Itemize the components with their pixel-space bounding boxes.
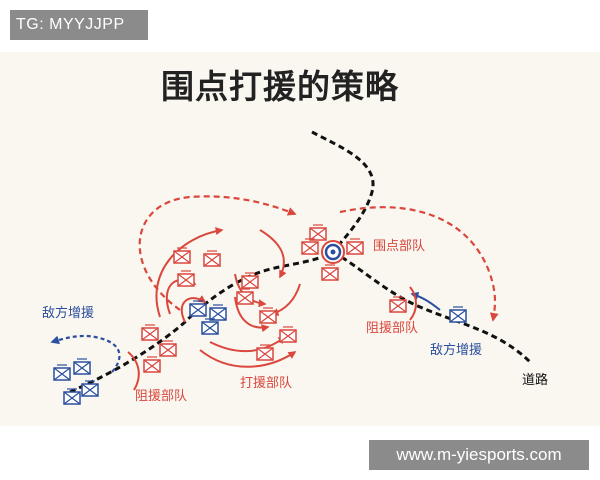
blue-unit-icon — [63, 388, 81, 405]
label-enemy-reinforce-right: 敌方增援 — [430, 342, 482, 358]
red-unit-icon — [159, 340, 177, 357]
blue-unit-icon — [73, 358, 91, 375]
red-unit-icon — [143, 356, 161, 373]
watermark-top: TG: MYYJJPP — [10, 10, 148, 40]
blue-unit-icon — [201, 318, 219, 335]
red-unit-icon — [301, 238, 319, 255]
red-unit-icon — [321, 264, 339, 281]
red-unit-icon — [389, 296, 407, 313]
red-unit-icon — [256, 344, 274, 361]
label-enemy-reinforce-left: 敌方增援 — [42, 305, 94, 321]
red-unit-icon — [309, 224, 327, 241]
road-branch-path — [332, 250, 532, 364]
red-arc-top-left — [138, 195, 297, 311]
tactics-diagram: 围点部队 阻援部队 敌方增援 敌方增援 阻援部队 打援部队 道路 — [42, 130, 548, 405]
blue-unit-icon — [81, 380, 99, 397]
red-unit-icon — [279, 326, 297, 343]
red-unit-icon — [236, 288, 254, 305]
blue-unit-icon — [189, 300, 207, 317]
label-road: 道路 — [522, 372, 548, 388]
red-unit-icon — [259, 307, 277, 324]
road-path — [69, 130, 375, 394]
blue-unit-icon — [209, 304, 227, 321]
target-icon — [321, 240, 345, 264]
label-strike-unit: 打援部队 — [240, 376, 292, 391]
diagram-title: 围点打援的策略 — [161, 67, 399, 106]
red-unit-icon — [173, 247, 191, 264]
red-unit-icon — [141, 324, 159, 341]
red-arc-top-right — [339, 206, 499, 322]
red-unit-icon — [346, 238, 364, 255]
diagram-panel: 围点打援的策略 — [0, 52, 600, 426]
label-encircle-unit: 围点部队 — [373, 239, 425, 254]
label-block-unit-right: 阻援部队 — [366, 321, 418, 336]
label-block-unit-left: 阻援部队 — [135, 389, 187, 404]
red-unit-icon — [203, 250, 221, 267]
blue-unit-icon — [53, 364, 71, 381]
watermark-bottom: www.m-yiesports.com — [369, 440, 589, 470]
blue-arrow-left — [50, 334, 121, 373]
red-unit-icon — [177, 270, 195, 287]
block-arc-right — [409, 286, 417, 321]
blue-unit-icon — [449, 306, 467, 323]
red-unit-icon — [241, 272, 259, 289]
block-arc-left — [127, 351, 140, 391]
